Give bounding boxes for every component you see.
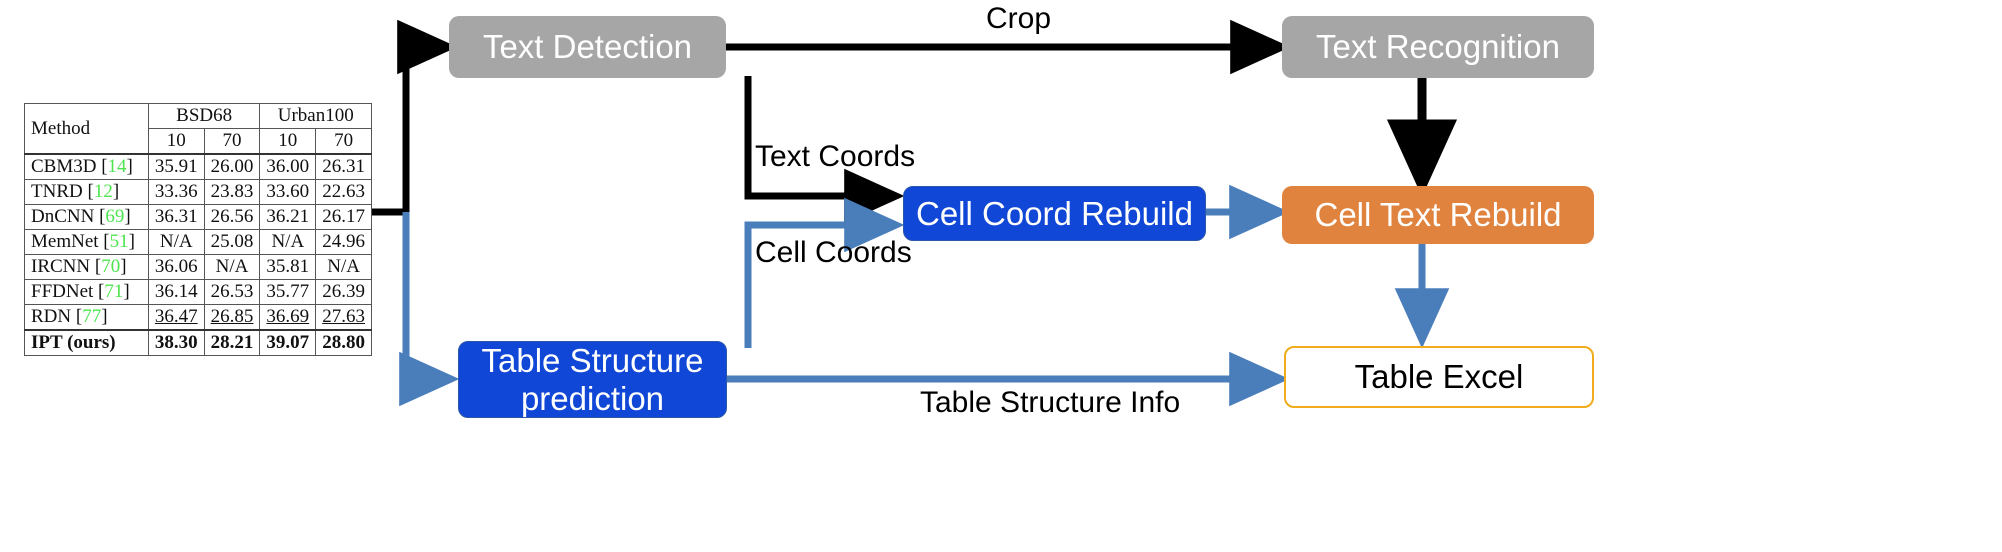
node-text-recognition[interactable]: Text Recognition bbox=[1282, 16, 1594, 78]
reference-number: 14 bbox=[107, 156, 127, 177]
reference-number: 71 bbox=[104, 281, 124, 302]
cell-value: 26.39 bbox=[315, 279, 372, 305]
cell-value: N/A bbox=[203, 254, 261, 280]
subheader-bsd68-10: 10 bbox=[147, 128, 205, 155]
cell-value: 35.77 bbox=[259, 279, 317, 305]
cell-method: TNRD [12] bbox=[24, 179, 149, 205]
node-table-structure-prediction[interactable]: Table Structure prediction bbox=[458, 341, 727, 418]
table-header-row-1: Method BSD68 Urban100 bbox=[24, 103, 372, 155]
cell-value: 26.85 bbox=[203, 304, 261, 331]
cell-value: 36.21 bbox=[259, 204, 317, 230]
reference-number: 77 bbox=[82, 306, 102, 327]
cell-value: 28.80 bbox=[315, 329, 372, 356]
subheader-urban100-70: 70 bbox=[315, 128, 372, 155]
source-table-figure: Method BSD68 Urban100 10 70 10 70 CBM3D … bbox=[24, 103, 372, 356]
subheader-urban100-10: 10 bbox=[259, 128, 317, 155]
cell-value: 33.36 bbox=[147, 179, 205, 205]
node-cell-coord-rebuild-label: Cell Coord Rebuild bbox=[916, 194, 1193, 232]
psnr-table: Method BSD68 Urban100 10 70 10 70 CBM3D … bbox=[24, 103, 372, 356]
cell-value: N/A bbox=[315, 254, 372, 280]
cell-value: 33.60 bbox=[259, 179, 317, 205]
cell-value: 36.47 bbox=[147, 304, 205, 331]
cell-value: 35.81 bbox=[259, 254, 317, 280]
cell-value: 22.63 bbox=[315, 179, 372, 205]
cell-method: CBM3D [14] bbox=[24, 153, 149, 180]
cell-value: 25.08 bbox=[203, 229, 261, 255]
table-head: Method BSD68 Urban100 10 70 10 70 bbox=[24, 103, 372, 155]
node-table-structure-prediction-label-line2: prediction bbox=[520, 379, 665, 417]
cell-value: 28.21 bbox=[203, 329, 261, 356]
cell-value: 36.00 bbox=[259, 153, 317, 180]
node-cell-text-rebuild-label: Cell Text Rebuild bbox=[1314, 196, 1562, 234]
cell-value: 24.96 bbox=[315, 229, 372, 255]
edge-split-to-table-structure bbox=[399, 212, 460, 407]
cell-method: FFDNet [71] bbox=[24, 279, 149, 305]
cell-value: N/A bbox=[147, 229, 205, 255]
node-text-detection-label: Text Detection bbox=[482, 28, 693, 66]
cell-value: 36.69 bbox=[259, 304, 317, 331]
cell-method: DnCNN [69] bbox=[24, 204, 149, 230]
cell-value: 26.31 bbox=[315, 153, 372, 180]
reference-number: 51 bbox=[109, 231, 129, 252]
edge-label-table-structure-info: Table Structure Info bbox=[920, 386, 1181, 419]
node-text-detection[interactable]: Text Detection bbox=[449, 16, 726, 78]
node-table-excel[interactable]: Table Excel bbox=[1284, 346, 1594, 408]
cell-value: 26.53 bbox=[203, 279, 261, 305]
reference-number: 69 bbox=[105, 206, 125, 227]
cell-value: 35.91 bbox=[147, 153, 205, 180]
cell-method: IPT (ours) bbox=[24, 329, 149, 356]
header-bsd68: BSD68 bbox=[147, 103, 261, 129]
cell-value: N/A bbox=[259, 229, 317, 255]
cell-value: 26.00 bbox=[203, 153, 261, 180]
node-table-structure-prediction-label-line1: Table Structure bbox=[481, 341, 704, 379]
header-method: Method bbox=[24, 103, 149, 155]
node-text-recognition-label: Text Recognition bbox=[1316, 28, 1560, 66]
subheader-bsd68-70: 70 bbox=[203, 128, 261, 155]
header-urban100: Urban100 bbox=[259, 103, 372, 129]
node-table-excel-label: Table Excel bbox=[1354, 358, 1524, 396]
reference-number: 12 bbox=[93, 181, 113, 202]
node-cell-text-rebuild[interactable]: Cell Text Rebuild bbox=[1282, 186, 1594, 244]
cell-value: 36.14 bbox=[147, 279, 205, 305]
edge-label-cell-coords: Cell Coords bbox=[755, 236, 912, 269]
cell-method: RDN [77] bbox=[24, 304, 149, 331]
cell-value: 23.83 bbox=[203, 179, 261, 205]
node-cell-coord-rebuild[interactable]: Cell Coord Rebuild bbox=[903, 186, 1206, 241]
cell-value: 27.63 bbox=[315, 304, 372, 331]
cell-method: IRCNN [70] bbox=[24, 254, 149, 280]
edge-label-crop: Crop bbox=[986, 2, 1052, 35]
cell-value: 38.30 bbox=[147, 329, 205, 356]
cell-value: 26.17 bbox=[315, 204, 372, 230]
edge-split-to-text-detection bbox=[397, 19, 458, 212]
edge-label-text-coords: Text Coords bbox=[755, 140, 916, 173]
edge-text-coords bbox=[744, 76, 905, 224]
cell-value: 39.07 bbox=[259, 329, 317, 356]
cell-value: 36.06 bbox=[147, 254, 205, 280]
reference-number: 70 bbox=[101, 256, 121, 277]
cell-method: MemNet [51] bbox=[24, 229, 149, 255]
cell-value: 26.56 bbox=[203, 204, 261, 230]
cell-value: 36.31 bbox=[147, 204, 205, 230]
